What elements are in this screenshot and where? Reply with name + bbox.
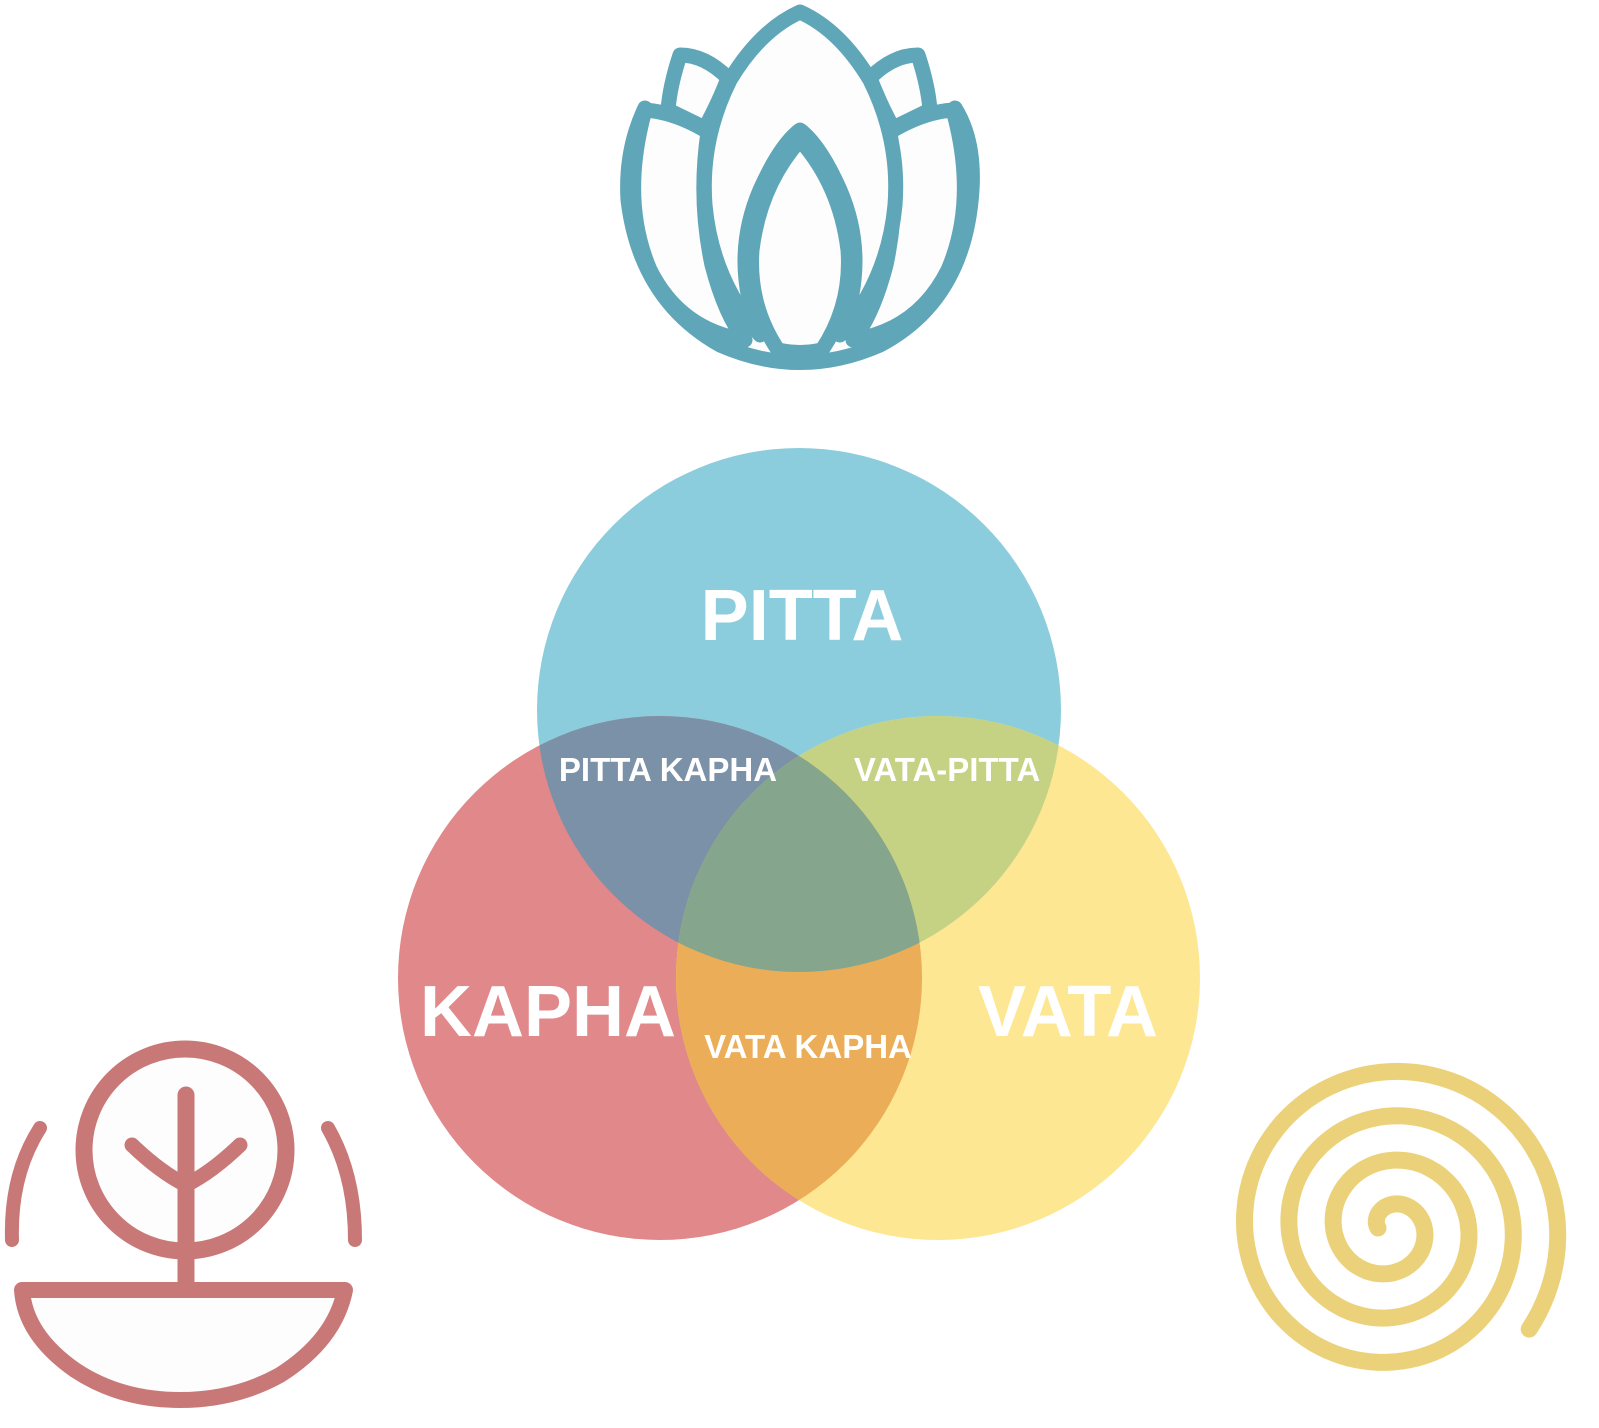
spiral-icon [1235,1062,1567,1371]
pitta-kapha-label: PITTA KAPHA [559,751,777,788]
center-region [676,716,922,972]
vata-label: VATA [978,972,1158,1052]
lotus-icon [620,4,980,370]
venn-circles [398,448,1200,1240]
vata-pitta-label: VATA-PITTA [854,751,1040,788]
pitta-label: PITTA [701,576,904,656]
vata-kapha-label: VATA KAPHA [704,1028,912,1065]
plant-bowl-icon [4,1040,362,1408]
kapha-label: KAPHA [420,972,676,1052]
